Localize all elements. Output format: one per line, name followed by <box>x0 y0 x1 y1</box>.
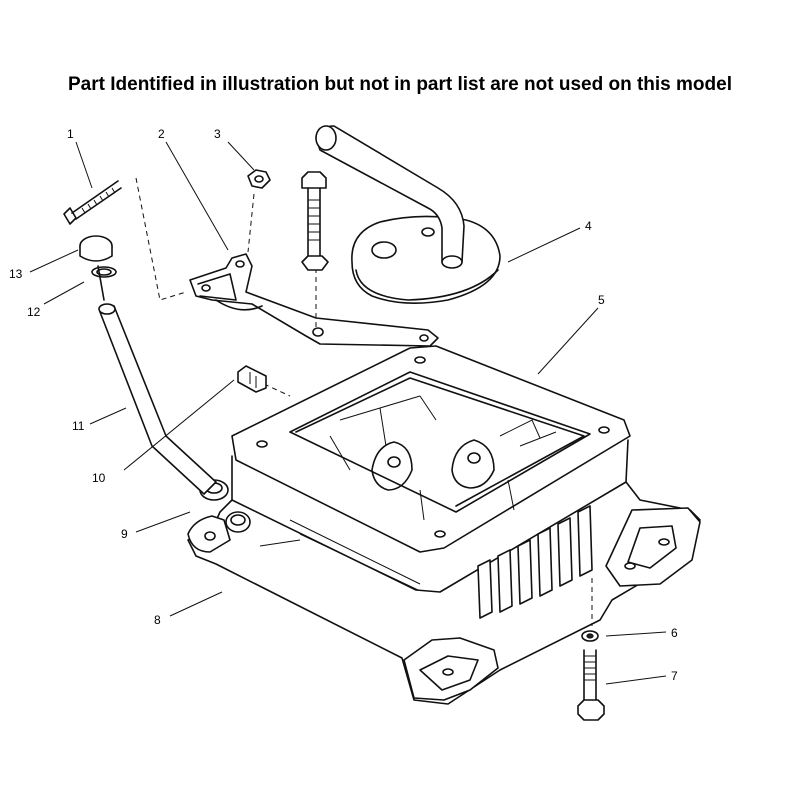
part-o-ring <box>91 266 117 278</box>
leader-11 <box>89 407 127 425</box>
part-screw <box>63 180 122 225</box>
leader-4 <box>507 227 581 263</box>
callout-12: 12 <box>27 305 41 319</box>
part-dipstick-cap <box>79 235 113 301</box>
parts-note-heading: Part Identified in illustration but not … <box>68 74 732 95</box>
alignment-line-nut <box>247 193 255 253</box>
callout-8: 8 <box>154 613 161 627</box>
leader-lines <box>29 141 667 685</box>
leader-10 <box>123 379 235 471</box>
callout-2: 2 <box>158 127 165 141</box>
leader-5 <box>537 307 599 375</box>
part-nut <box>247 169 271 189</box>
leader-9 <box>135 511 191 533</box>
alignment-line-screw <box>135 177 187 301</box>
leader-6 <box>605 631 667 637</box>
part-dipstick-tube <box>98 303 217 495</box>
callout-7: 7 <box>671 669 678 683</box>
leader-13 <box>29 249 79 273</box>
callout-9: 9 <box>121 527 128 541</box>
part-bracket <box>189 253 439 347</box>
part-base-housing <box>187 439 701 705</box>
leader-1 <box>75 141 93 189</box>
leader-3 <box>227 141 255 171</box>
part-washer <box>581 630 599 642</box>
callout-11: 11 <box>72 419 85 433</box>
part-breather-cover <box>315 125 501 304</box>
alignment-line-plug <box>263 383 291 397</box>
callout-6: 6 <box>671 626 678 640</box>
callout-1: 1 <box>67 127 74 141</box>
callout-13: 13 <box>9 267 23 281</box>
part-mounting-bolt <box>577 649 605 721</box>
callout-4: 4 <box>585 219 592 233</box>
leader-12 <box>43 281 85 305</box>
part-bracket-bolt <box>301 171 329 271</box>
callout-labels: 1 2 3 4 5 6 7 8 9 10 11 12 13 <box>9 127 678 683</box>
leader-2 <box>165 141 229 251</box>
leader-7 <box>605 675 667 685</box>
part-drain-plug <box>237 365 267 393</box>
callout-10: 10 <box>92 471 106 485</box>
callout-5: 5 <box>598 293 605 307</box>
callout-3: 3 <box>214 127 221 141</box>
leader-8 <box>169 591 223 617</box>
part-gasket-housing <box>231 345 631 553</box>
